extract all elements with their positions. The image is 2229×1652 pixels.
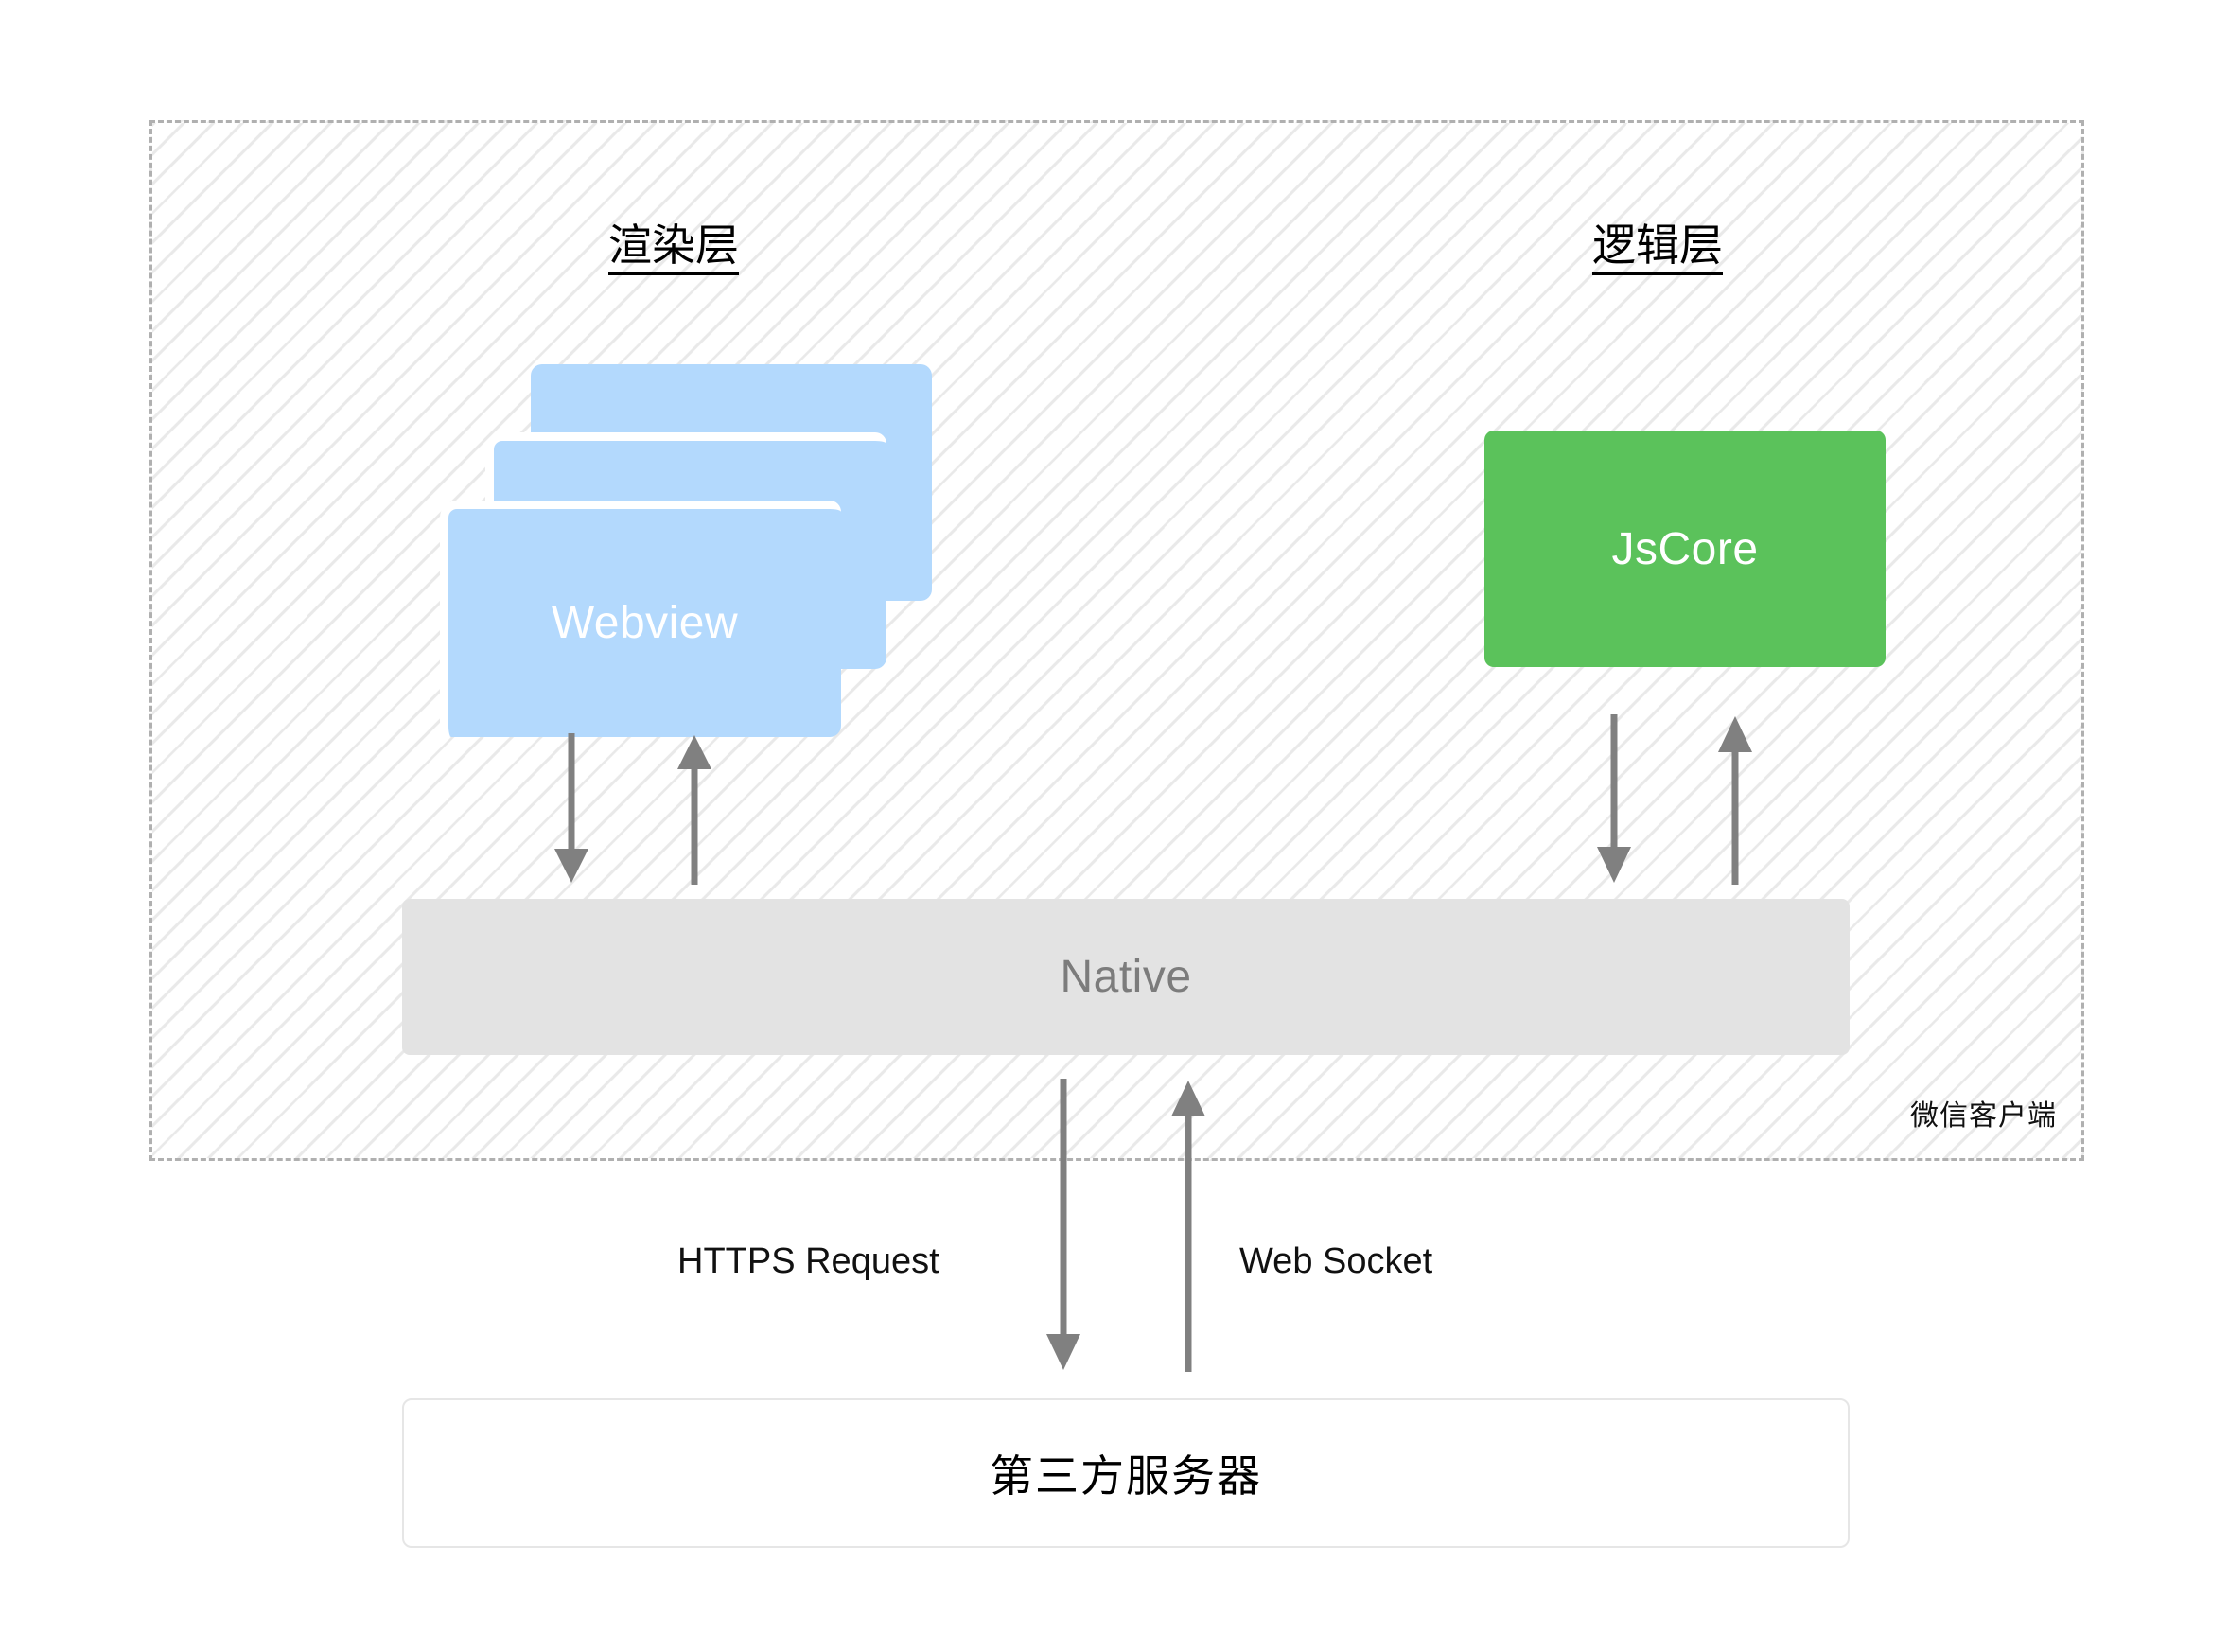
webview-card-front[interactable]: Webview [440,501,841,737]
jscore-box[interactable]: JsCore [1484,431,1886,667]
layer-title-logic: 逻辑层 [1592,222,1723,276]
arrow-jscore-to-native [1591,714,1637,885]
arrow-server-to-native [1166,1079,1211,1372]
arrow-native-to-server [1041,1079,1086,1372]
arrow-native-to-webview [672,733,717,885]
layer-title-render: 渲染层 [608,222,739,276]
webview-label: Webview [551,598,739,648]
webview-stack[interactable]: Webview [440,364,932,743]
arrow-webview-to-native [549,733,594,885]
native-label: Native [1060,952,1192,1002]
third-party-server-label: 第三方服务器 [990,1451,1262,1501]
third-party-server-box[interactable]: 第三方服务器 [402,1398,1850,1548]
jscore-label: JsCore [1611,523,1759,574]
wechat-client-caption: 微信客户端 [1910,1100,2057,1132]
connection-label-web-socket: Web Socket [1239,1241,1433,1281]
arrow-native-to-jscore [1712,714,1758,885]
native-bar[interactable]: Native [402,899,1850,1055]
connection-label-https-request: HTTPS Request [677,1241,939,1281]
